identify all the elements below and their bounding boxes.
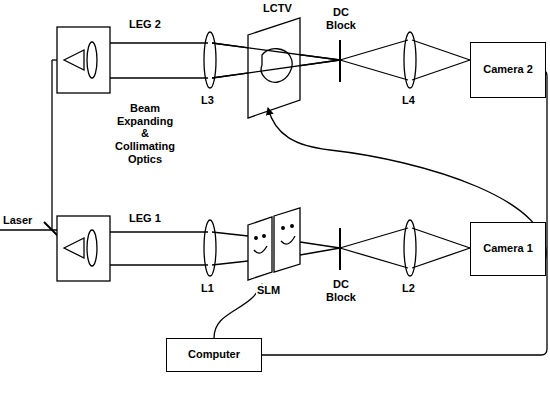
part-label: L2 <box>401 282 416 295</box>
part-label: L4 <box>401 94 416 107</box>
part-label: LCTV <box>262 2 293 15</box>
part-label: Laser <box>2 214 33 227</box>
device-box: Computer <box>166 338 262 372</box>
part-label: L3 <box>200 94 215 107</box>
device-box: Camera 2 <box>470 42 546 98</box>
part-label: SLM <box>256 284 281 297</box>
part-label: L1 <box>200 282 215 295</box>
device-label: Camera 2 <box>483 63 533 76</box>
signal-wire <box>262 70 547 355</box>
device-label: Camera 1 <box>483 242 533 255</box>
part-label: DC Block <box>322 278 360 303</box>
device-box: Camera 1 <box>470 222 546 276</box>
part-label: Beam Expanding & Collimating Optics <box>112 102 178 165</box>
part-label: DC Block <box>322 6 360 31</box>
part-label: LEG 2 <box>128 18 162 31</box>
device-label: Computer <box>188 348 240 361</box>
part-label: LEG 1 <box>128 212 162 225</box>
